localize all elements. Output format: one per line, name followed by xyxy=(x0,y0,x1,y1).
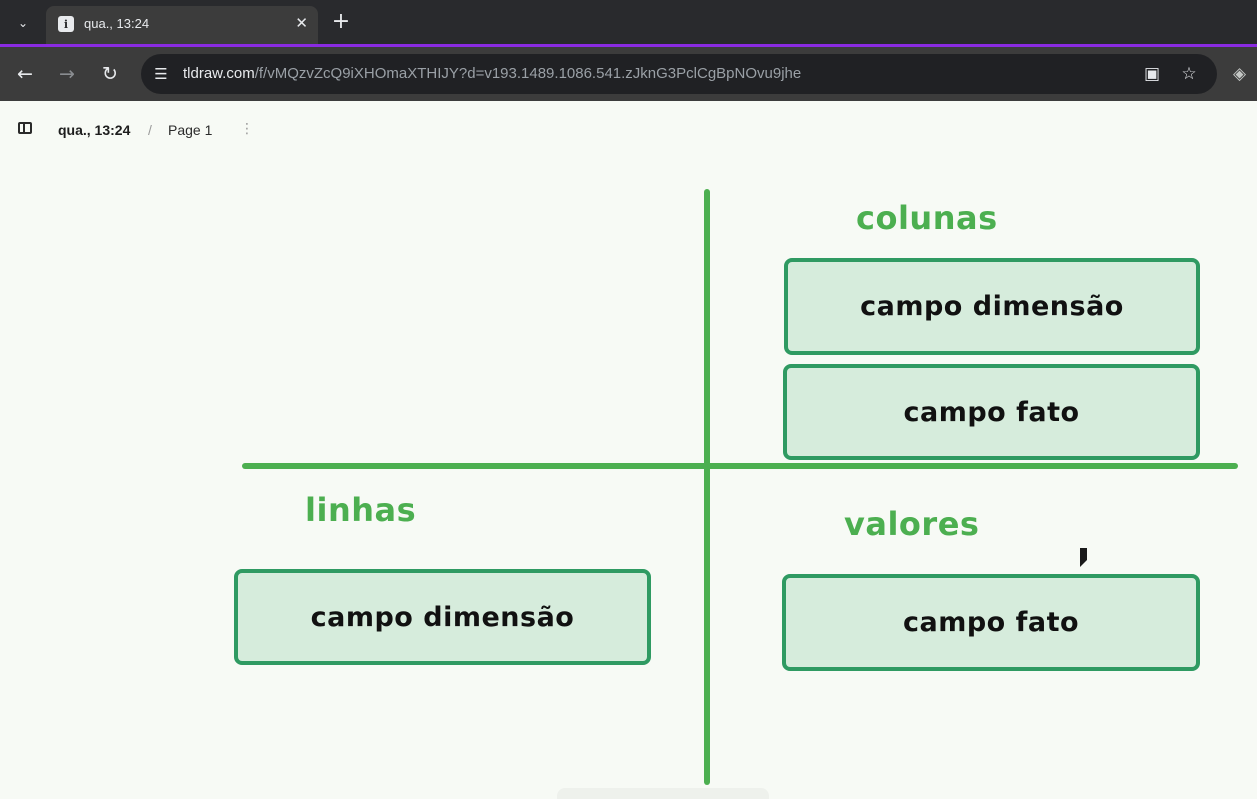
sidebar-toggle-icon[interactable] xyxy=(18,122,32,134)
tldraw-top-bar: qua., 13:24 / Page 1 ⋮ xyxy=(0,101,1257,159)
url-domain: tldraw.com xyxy=(183,65,255,82)
forward-arrow-icon[interactable]: → xyxy=(59,63,75,85)
url-text[interactable]: tldraw.com/f/vMQzvZcQ9iXHOmaXTHIJY?d=v19… xyxy=(183,65,801,82)
breadcrumb-separator: / xyxy=(148,122,152,138)
rows-dimension-field-box[interactable]: campo dimensão xyxy=(234,569,651,665)
tab-strip: ⌄ i qua., 13:24 ✕ + xyxy=(0,0,1257,44)
page-name[interactable]: Page 1 xyxy=(168,122,213,138)
site-settings-icon[interactable]: ☰ xyxy=(154,65,168,83)
document-title[interactable]: qua., 13:24 xyxy=(58,122,131,138)
tab-title: qua., 13:24 xyxy=(84,16,150,31)
tab-accent-line xyxy=(0,44,1257,47)
install-app-icon[interactable]: ▣ xyxy=(1143,64,1161,84)
label-valores[interactable]: valores xyxy=(844,505,980,543)
label-linhas[interactable]: linhas xyxy=(305,491,417,529)
reload-icon[interactable]: ↻ xyxy=(102,63,118,85)
bookmark-star-icon[interactable]: ☆ xyxy=(1181,64,1197,84)
new-tab-button[interactable]: + xyxy=(331,9,351,34)
vertical-axis-line[interactable] xyxy=(704,189,710,785)
url-path: /f/vMQzvZcQ9iXHOmaXTHIJY?d=v193.1489.108… xyxy=(254,65,802,82)
label-colunas[interactable]: colunas xyxy=(856,199,998,237)
field-text: campo fato xyxy=(902,607,1080,638)
address-bar[interactable]: ☰ tldraw.com/f/vMQzvZcQ9iXHOmaXTHIJY?d=v… xyxy=(141,54,1217,94)
values-fact-field-box[interactable]: campo fato xyxy=(782,574,1200,671)
tab-search-dropdown-icon[interactable]: ⌄ xyxy=(17,16,29,30)
columns-fact-field-box[interactable]: campo fato xyxy=(783,364,1200,460)
page-menu-icon[interactable]: ⋮ xyxy=(240,121,254,137)
horizontal-axis-line[interactable] xyxy=(242,463,1238,469)
extension-icon[interactable]: ◈ xyxy=(1233,64,1247,84)
field-text: campo dimensão xyxy=(860,291,1124,322)
columns-dimension-field-box[interactable]: campo dimensão xyxy=(784,258,1200,355)
back-arrow-icon[interactable]: ← xyxy=(17,63,33,85)
mouse-cursor-icon xyxy=(1080,548,1087,567)
field-text: campo dimensão xyxy=(310,601,575,633)
field-text: campo fato xyxy=(903,396,1080,428)
active-tab[interactable]: i qua., 13:24 ✕ xyxy=(46,6,318,44)
tldraw-favicon-icon: i xyxy=(58,16,74,32)
close-tab-icon[interactable]: ✕ xyxy=(295,14,308,32)
bottom-toolbar-handle[interactable] xyxy=(557,788,769,799)
browser-toolbar: ← → ↻ ☰ tldraw.com/f/vMQzvZcQ9iXHOmaXTHI… xyxy=(0,47,1257,101)
drawing-canvas[interactable]: colunas linhas valores campo dimensão ca… xyxy=(0,159,1257,799)
